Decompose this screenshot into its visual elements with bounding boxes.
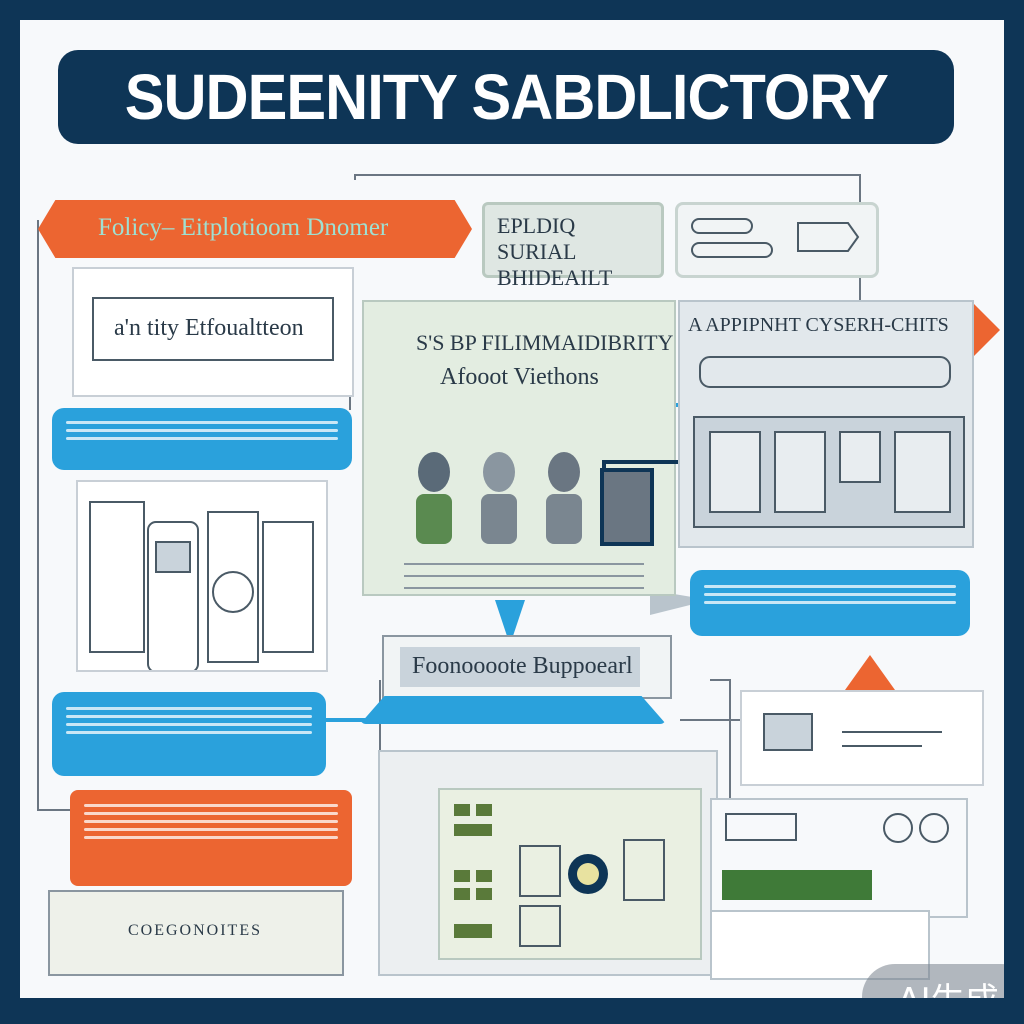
callout-text-line	[704, 585, 956, 588]
callout-text-line	[66, 421, 338, 424]
left-dashboard-box	[76, 480, 328, 673]
bottom-right-icons	[722, 813, 949, 900]
policy-banner-label: Folicy– Eitplotioom Dnomer	[98, 214, 389, 241]
center-panel-subheader: Afooot Viethons	[440, 364, 599, 390]
support-box-label: Foonoooote Buppoearl	[412, 653, 633, 679]
callout-text-line	[66, 715, 312, 718]
bottom-right-panel	[710, 798, 968, 918]
policy-banner: Folicy– Eitplotioom Dnomer	[38, 200, 472, 258]
top-right-panel	[675, 202, 879, 278]
bottom-dashboard-icons	[454, 804, 665, 947]
bottom-left-document-label: COEGONOITES	[128, 922, 262, 939]
banner-text-line	[84, 812, 338, 815]
center-panel: S'S BP FILIMMAIDIBRITY Afooot Viethons	[362, 300, 678, 596]
right-panel-diagrams	[693, 356, 965, 528]
callout-text-line	[66, 731, 312, 734]
title-banner: SUDEENITY SABDLICTORY	[58, 50, 954, 144]
banner-text-line	[84, 804, 338, 807]
shield-icons	[691, 218, 860, 258]
callout-text-line	[704, 593, 956, 596]
people-icons	[404, 452, 678, 589]
poster-frame: SUDEENITY SABDLICTORY Folicy– Eitplotioo…	[20, 20, 1004, 998]
right-panel: A APPIPNHT CYSERH-CHITS	[678, 300, 974, 548]
callout-text-line	[66, 707, 312, 710]
left-info-label: a'n tity Etfoualtteon	[114, 315, 304, 341]
grey-right-arrow	[650, 590, 710, 615]
right-lower-panel	[740, 690, 984, 786]
callout-text-line	[704, 601, 956, 604]
dashboard-icons	[89, 501, 314, 673]
support-box-inner: Foonoooote Buppoearl	[400, 647, 640, 687]
banner-text-line	[84, 820, 338, 823]
top-data-box: EPLDIQ SURIAL BHIDEAILT	[482, 202, 664, 290]
callout-text-line	[66, 429, 338, 432]
callout-text-line	[66, 723, 312, 726]
right-lower-icons	[763, 713, 942, 751]
top-data-box-title: EPLDIQ SURIAL BHIDEAILT	[497, 213, 613, 290]
page-title: SUDEENITY SABDLICTORY	[124, 61, 888, 133]
bottom-dashboard	[438, 788, 702, 960]
bottom-left-banner	[70, 790, 352, 886]
callout-text-line	[66, 437, 338, 440]
support-box: Foonoooote Buppoearl	[382, 635, 672, 699]
bottom-left-document: COEGONOITES	[48, 890, 344, 976]
banner-text-line	[84, 828, 338, 831]
left-info-box: a'n tity Etfoualtteon	[72, 267, 354, 397]
ai-generated-badge: AI生成	[862, 964, 1004, 998]
right-callout	[690, 570, 970, 636]
banner-text-line	[84, 836, 338, 839]
center-callout	[360, 696, 666, 724]
right-panel-header: A APPIPNHT CYSERH-CHITS	[688, 314, 949, 336]
blue-down-arrow	[495, 600, 525, 645]
left-callout-2	[52, 692, 326, 776]
center-panel-header: S'S BP FILIMMAIDIBRITY	[416, 330, 674, 355]
left-info-inner: a'n tity Etfoualtteon	[92, 297, 334, 361]
left-callout-1	[52, 408, 352, 470]
